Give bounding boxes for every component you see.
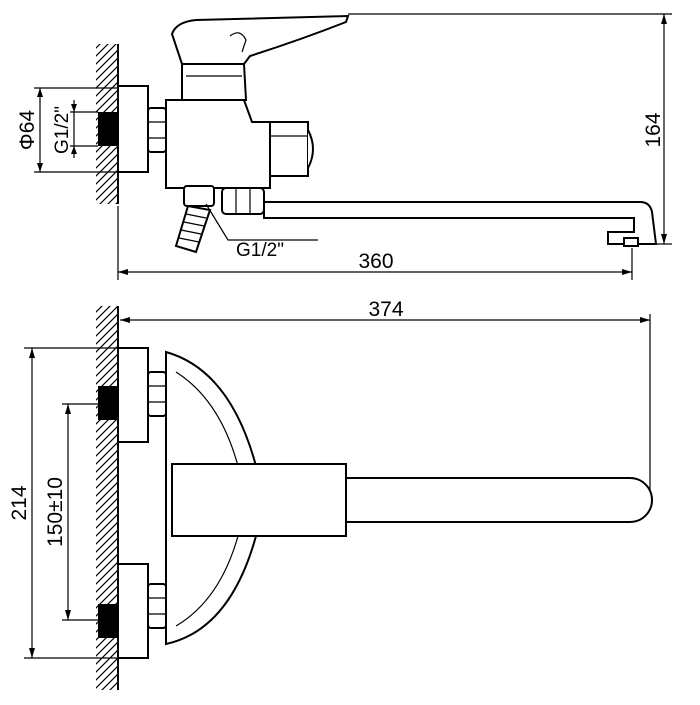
thread-hose-label: G1/2" <box>236 240 284 261</box>
aerator <box>623 237 639 247</box>
mixer-body-side <box>165 99 271 189</box>
dim-374: 374 <box>368 298 403 321</box>
central-block <box>171 463 347 537</box>
hex-nut-top <box>147 107 167 153</box>
dim-spacing: 150±10 <box>44 477 67 547</box>
side-view: G1/2" 360 164 Φ64 G1/2" <box>16 13 672 280</box>
dim-diameter: Φ64 <box>16 110 39 150</box>
dim-360: 360 <box>358 250 393 273</box>
wall-thread-upper <box>98 386 118 420</box>
spout-nut <box>221 187 265 215</box>
shower-hose <box>174 204 212 254</box>
spout-side <box>263 201 658 245</box>
wall-plate-lower <box>117 563 149 659</box>
cartridge-housing <box>181 63 248 101</box>
wall-plate-top <box>117 85 149 173</box>
wall-thread-top <box>98 112 118 146</box>
wall-plate-upper <box>117 347 149 443</box>
diverter-knob <box>269 121 309 177</box>
lever-handle <box>170 14 350 65</box>
spout-plan <box>345 477 653 523</box>
wall-thread-lower <box>98 604 118 638</box>
hex-nut-upper <box>147 371 167 417</box>
hex-nut-lower <box>147 583 167 629</box>
dim-214: 214 <box>8 485 31 520</box>
thread-wall-label: G1/2" <box>52 106 73 154</box>
plan-view: 374 214 150±10 <box>8 298 653 690</box>
dim-164: 164 <box>642 112 665 147</box>
hose-nut <box>183 185 215 207</box>
